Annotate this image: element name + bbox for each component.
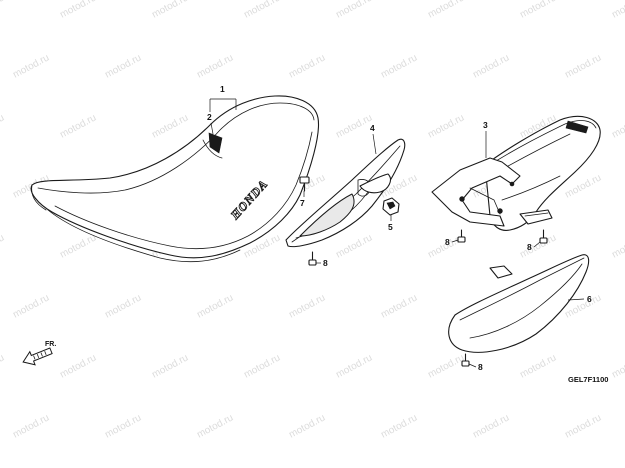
side-cover-part[interactable] [285,138,406,248]
callout-7: 7 [300,191,305,208]
svg-text:5: 5 [388,222,393,232]
screw-8-d[interactable] [461,353,470,367]
watermark-text: motod.ru [11,52,51,80]
watermark-text: motod.ru [471,52,511,80]
watermark-text: motod.ru [103,412,143,440]
svg-text:1: 1 [220,84,225,94]
diagram-code: GEL7F1100 [568,375,608,384]
watermark-text: motod.ru [287,292,327,320]
watermark-text: motod.ru [610,232,625,260]
watermark-text: motod.ru [150,112,190,140]
front-direction-label: FR. [45,341,56,348]
watermark-text: motod.ru [195,292,235,320]
svg-text:8: 8 [445,237,450,247]
watermark-text: motod.ru [0,352,6,380]
svg-text:8: 8 [323,258,328,268]
svg-text:6: 6 [587,294,592,304]
screw-8-b[interactable] [457,229,466,243]
callout-3: 3 [483,120,488,158]
watermark-text: motod.ru [58,112,98,140]
callout-6: 6 [567,294,592,304]
watermark-text: motod.ru [426,352,466,380]
callout-8-b: 8 [445,237,459,247]
watermark-text: motod.ru [242,352,282,380]
svg-text:3: 3 [483,120,488,130]
watermark-text: motod.ru [150,0,190,21]
bolt-part[interactable] [299,176,310,192]
grommet-part[interactable] [382,197,400,216]
watermark-text: motod.ru [379,412,419,440]
watermark-text: motod.ru [287,52,327,80]
watermark-text: motod.ru [195,52,235,80]
watermark-text: motod.ru [334,352,374,380]
callout-1: 1 [209,84,237,112]
svg-text:7: 7 [300,198,305,208]
watermark-text: motod.ru [610,352,625,380]
watermark-text: motod.ru [195,412,235,440]
callout-5: 5 [388,215,393,232]
svg-text:2: 2 [207,112,212,122]
watermark-text: motod.ru [334,0,374,21]
svg-text:8: 8 [478,362,483,372]
watermark-text: motod.ru [426,112,466,140]
callout-8-c: 8 [527,241,541,252]
watermark-text: motod.ru [471,412,511,440]
rear-fender-cover-part[interactable] [448,254,590,353]
watermark-text: motod.ru [610,0,625,21]
watermark-text: motod.ru [150,352,190,380]
watermark-text: motod.ru [58,352,98,380]
watermark-text: motod.ru [426,0,466,21]
watermark-text: motod.ru [610,112,625,140]
front-direction-indicator: FR. [22,341,56,366]
screw-8-a[interactable] [308,251,317,266]
callout-8-a: 8 [316,258,328,268]
watermark-text: motod.ru [518,0,558,21]
watermark-text: motod.ru [379,292,419,320]
front-arrow-icon [22,347,53,366]
svg-text:8: 8 [527,242,532,252]
watermark-text: motod.ru [11,292,51,320]
watermark-text: motod.ru [103,52,143,80]
callout-8-d: 8 [468,362,483,372]
watermark-text: motod.ru [11,412,51,440]
svg-text:4: 4 [370,123,375,133]
callout-2: 2 [207,112,214,135]
seat-part[interactable]: HONDA [30,95,320,263]
rear-fender-part[interactable] [431,115,601,231]
watermark-text: motod.ru [379,52,419,80]
watermark-text: motod.ru [518,352,558,380]
watermark-text: motod.ru [287,412,327,440]
watermark-text: motod.ru [58,0,98,21]
watermark-text: motod.ru [0,232,6,260]
watermark-text: motod.ru [563,52,603,80]
watermark-text: motod.ru [334,112,374,140]
watermark-text: motod.ru [334,232,374,260]
watermark-text: motod.ru [0,112,6,140]
watermark-text: motod.ru [563,412,603,440]
screw-8-c[interactable] [539,229,548,244]
watermark-text: motod.ru [103,292,143,320]
watermark-text: motod.ru [242,0,282,21]
callout-4: 4 [370,123,377,155]
watermark-text: motod.ru [0,0,6,21]
watermark-text: motod.ru [58,232,98,260]
watermark-text: motod.ru [518,232,558,260]
